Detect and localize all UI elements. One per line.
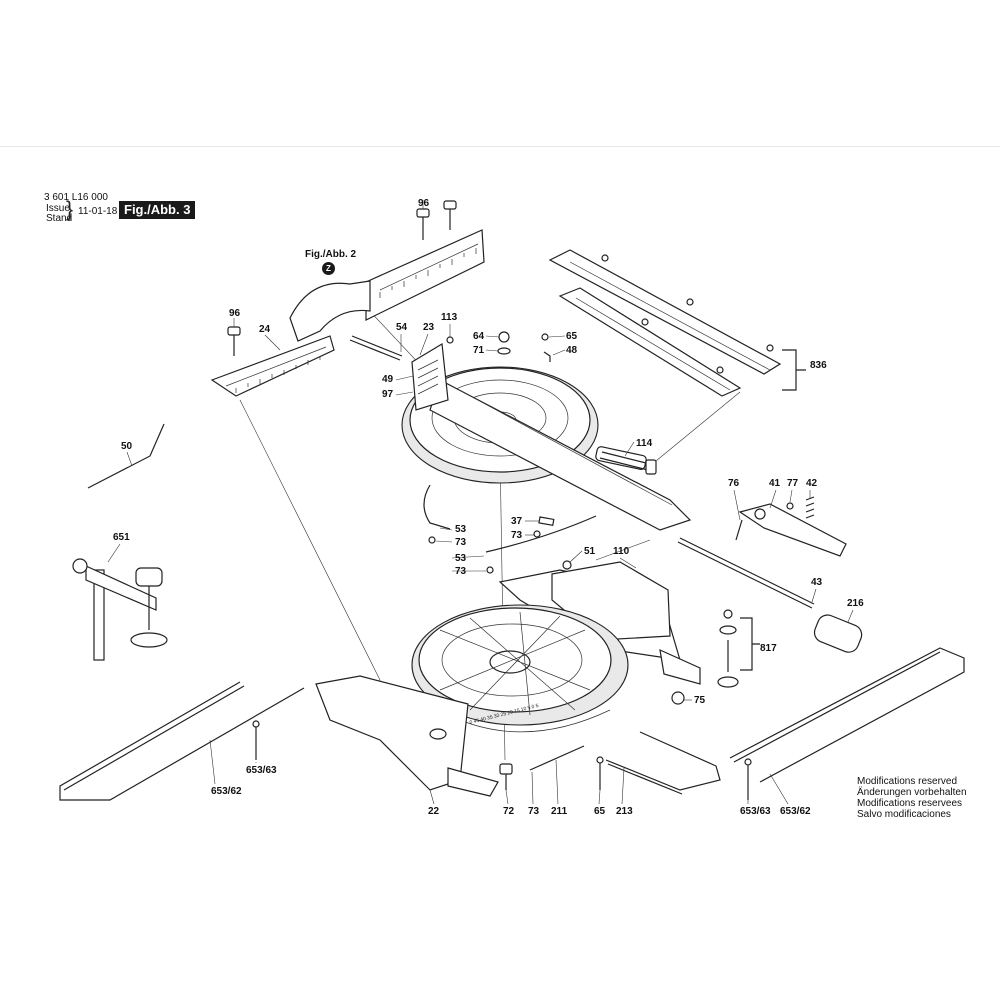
fence-right	[289, 229, 485, 342]
part-label: 48	[566, 345, 578, 356]
part-label: 53	[455, 524, 467, 535]
part-label: 64	[473, 331, 485, 342]
rod-43	[677, 537, 815, 609]
part-label: 653/62	[211, 786, 242, 797]
part-label: 96	[229, 308, 241, 319]
screw-set-817	[717, 609, 760, 688]
extension-support-right	[729, 647, 965, 800]
part-label: 65	[566, 331, 578, 342]
part-label: 836	[810, 360, 827, 371]
part-label: 114	[636, 438, 653, 449]
base-housing	[315, 561, 701, 797]
part-label: 37	[511, 516, 523, 527]
part-label: 42	[806, 478, 818, 489]
part-label: 653/63	[740, 806, 771, 817]
part-label: 73	[511, 530, 523, 541]
part-label: 23	[423, 322, 435, 333]
part-label: 213	[616, 806, 633, 817]
notes-block: Modifications reserved Änderungen vorbeh…	[857, 776, 967, 820]
issue-label: Issue	[46, 203, 70, 214]
brace-icon: }	[66, 198, 74, 221]
figure-label: Fig./Abb. 3	[119, 201, 196, 219]
part-label: 72	[503, 806, 515, 817]
part-label: 53	[455, 553, 467, 564]
part-label: 653/62	[780, 806, 811, 817]
part-label: 73	[455, 566, 467, 577]
screw-96-top	[416, 200, 457, 240]
page-top-rule	[0, 146, 1000, 147]
part-label: 96	[418, 198, 430, 209]
part-label: 50	[121, 441, 133, 452]
part-label: 22	[428, 806, 440, 817]
bottom-small-parts	[499, 731, 721, 795]
figure-reference-marker: Z	[322, 262, 335, 275]
rod-54	[349, 335, 403, 361]
note-line: Änderungen vorbehalten	[857, 787, 967, 798]
note-line: Modifications reservees	[857, 798, 963, 809]
part-label: 43	[811, 577, 823, 588]
turntable-upper	[401, 343, 692, 531]
bolt-114	[599, 451, 657, 475]
part-label: 97	[382, 389, 394, 400]
note-line: Modifications reserved	[857, 776, 958, 787]
clamp-651	[72, 558, 168, 661]
hex-key-50	[87, 423, 165, 489]
leader-lines	[107, 200, 854, 805]
part-label: 73	[455, 537, 467, 548]
part-number: 3 601 L16 000	[44, 192, 108, 203]
extension-support-left	[59, 681, 305, 801]
part-label: 75	[694, 695, 706, 706]
lever-41	[735, 496, 847, 557]
part-label: 54	[396, 322, 408, 333]
guide-rails-836	[548, 249, 782, 397]
part-label: 49	[382, 374, 394, 385]
part-label: 76	[728, 478, 740, 489]
small-fasteners	[428, 331, 572, 574]
part-label: 24	[259, 324, 271, 335]
stand-label: Stand	[46, 213, 73, 224]
screw-96-left	[227, 326, 241, 356]
foot-75	[671, 691, 685, 705]
note-line: Salvo modificaciones	[857, 809, 951, 820]
knob-216	[813, 614, 863, 653]
part-label: 216	[847, 598, 864, 609]
wire-53	[423, 484, 597, 553]
part-label: 110	[613, 546, 630, 557]
issue-date: 11-01-18	[78, 206, 118, 217]
part-label: 651	[113, 532, 130, 543]
part-label: 817	[760, 643, 777, 654]
bracket-836	[782, 349, 806, 391]
part-label: 211	[551, 806, 568, 817]
figure-reference-label: Fig./Abb. 2	[305, 249, 357, 260]
part-label: 77	[787, 478, 799, 489]
part-label: 73	[528, 806, 540, 817]
part-label: 65	[594, 806, 606, 817]
part-label: 51	[584, 546, 596, 557]
part-label: 653/63	[246, 765, 277, 776]
part-label: 71	[473, 345, 485, 356]
part-label: 41	[769, 478, 781, 489]
fence-left	[210, 335, 335, 397]
part-label: 113	[441, 312, 458, 323]
